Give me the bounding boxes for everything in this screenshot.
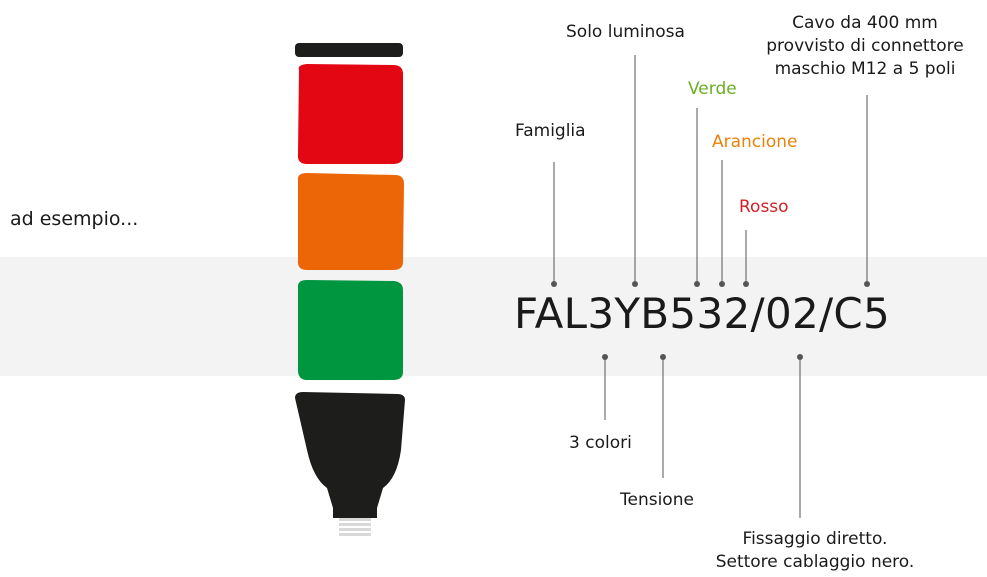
dot-solo-luminosa <box>632 281 638 287</box>
tower-black-base <box>295 392 405 508</box>
product-code: FAL3YB532/02/C5 <box>514 289 891 338</box>
dot-colori <box>602 354 608 360</box>
label-rosso: Rosso <box>739 197 789 217</box>
label-verde: Verde <box>688 79 737 99</box>
signal-tower-illustration <box>295 43 405 536</box>
code-highlight-band <box>0 257 987 376</box>
label-famiglia: Famiglia <box>515 121 586 141</box>
dot-famiglia <box>551 281 557 287</box>
dot-cavo <box>864 281 870 287</box>
dot-arancione <box>719 281 725 287</box>
tower-orange-module <box>297 173 404 270</box>
label-solo-luminosa: Solo luminosa <box>566 22 685 42</box>
label-fissaggio-line2: Settore cablaggio nero. <box>715 552 915 572</box>
tower-connector-stem <box>333 506 377 518</box>
tower-green-module <box>297 280 403 380</box>
dot-verde <box>694 281 700 287</box>
tower-connector-thread <box>339 518 371 536</box>
label-colori: 3 colori <box>569 433 632 453</box>
label-cavo: Cavo da 400 mm provvisto di connettore m… <box>745 12 985 81</box>
dot-rosso <box>743 281 749 287</box>
tower-red-module <box>297 64 403 164</box>
label-arancione: Arancione <box>712 132 798 152</box>
label-tensione: Tensione <box>620 490 694 510</box>
label-fissaggio: Fissaggio diretto. Settore cablaggio ner… <box>700 528 930 574</box>
label-cavo-line1: Cavo da 400 mm <box>792 13 938 33</box>
intro-text: ad esempio... <box>10 208 139 230</box>
label-cavo-line3: maschio M12 a 5 poli <box>774 59 956 79</box>
dot-fissaggio <box>797 354 803 360</box>
label-cavo-line2: provvisto di connettore <box>766 36 964 56</box>
tower-top-cap <box>295 43 403 57</box>
label-fissaggio-line1: Fissaggio diretto. <box>742 529 888 549</box>
dot-tensione <box>660 354 666 360</box>
